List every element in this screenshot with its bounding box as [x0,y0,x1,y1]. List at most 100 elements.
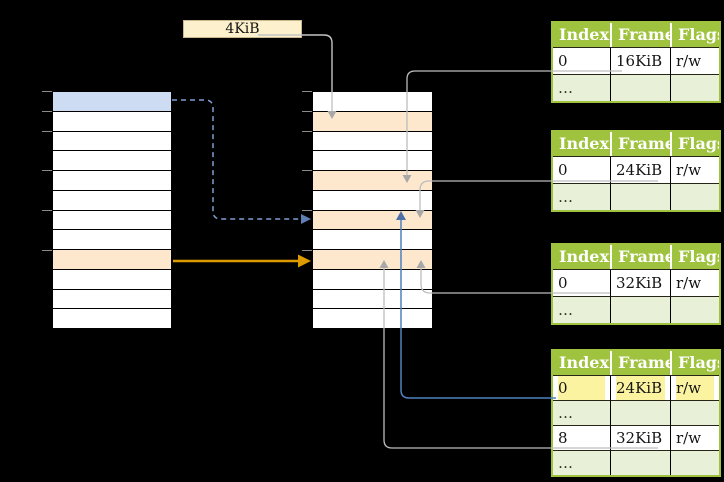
frame-table-16kib: IndexFrameFlags016KiBr/w… [551,21,721,103]
frame-table-cell: r/w [670,47,719,74]
page-table-row [313,131,432,152]
highlighted-value: 0 [558,376,605,400]
frame-table-bottom: IndexFrameFlags024KiBr/w…832KiBr/w… [551,349,721,477]
header-cell: Flags [670,245,719,269]
page-table-row [313,210,432,231]
frame-table-cell [670,400,719,425]
header-cell: Index [553,132,610,156]
frame-table-cell [670,450,719,475]
frame-table-cell [610,74,670,101]
frame-table-cell: 32KiB [610,425,670,450]
frame-table-cell: … [553,183,610,210]
frame-table-cell: … [553,296,610,323]
frame-table-row: … [553,400,719,425]
page-table-row [313,309,432,328]
highlighted-value: 24KiB [616,376,665,400]
frame-table-cell: r/w [670,156,719,183]
frame-table-cell [670,183,719,210]
frame-table-row: … [553,450,719,475]
row-boundary-tick [302,91,312,92]
row-boundary-tick [42,111,52,112]
arrow-left-row9-to-row9-orange [173,254,311,268]
frame-table-cell: 32KiB [610,269,670,296]
page-table-row [53,111,171,132]
page-table-row [313,250,432,270]
frame-table-cell: 0 [553,269,610,296]
frame-table-32kib: IndexFrameFlags032KiBr/w… [551,243,721,325]
row-boundary-tick [42,170,52,171]
frame-table-cell [610,450,670,475]
frame-table-cell: 0 [553,375,610,400]
row-boundary-tick [302,111,312,112]
frame-table-row: … [553,183,719,210]
frame-table-cell: 24KiB [610,156,670,183]
frame-table-row: 0 24KiB r/w [553,375,719,400]
page-table-row [53,250,171,270]
page-table-row [313,269,432,290]
page-table-row [53,269,171,290]
header-cell: Frame [610,245,670,269]
row-boundary-tick [302,250,312,251]
page-table-row [53,131,171,152]
row-boundary-tick [42,91,52,92]
frame-table-cell: 0 [553,156,610,183]
header-cell: Flags [670,351,719,375]
frame-table-cell [610,183,670,210]
frame-table-cell [610,296,670,323]
page-table-row [53,309,171,328]
frame-table-cell: … [553,400,610,425]
page-table-row [53,171,171,191]
frame-table-cell: r/w [670,425,719,450]
header-cell: Frame [610,351,670,375]
page-table-row [53,210,171,231]
page-table-row [53,230,171,250]
row-boundary-tick [302,131,312,132]
highlighted-value: r/w [676,376,714,400]
header-cell: Index [553,351,610,375]
frame-table-cell [670,74,719,101]
page-table-row [313,289,432,310]
header-cell: Flags [670,23,719,47]
frame-table-cell: 16KiB [610,47,670,74]
level2-page-table [52,91,172,329]
page-table-row [53,190,171,211]
page-table-row [313,151,432,171]
frame-table-row: … [553,74,719,101]
frame-table-cell [610,400,670,425]
page-table-row [53,92,171,112]
header-cell: Frame [610,132,670,156]
row-boundary-tick [302,210,312,211]
header-cell: Flags [670,132,719,156]
frame-table-24kib: IndexFrameFlags024KiBr/w… [551,130,721,212]
frame-table-cell: r/w [670,269,719,296]
page-table-row [313,171,432,191]
page-table-row [313,92,432,112]
frame-table-cell: 24KiB [610,375,670,400]
header-cell: Index [553,23,610,47]
row-boundary-tick [42,250,52,251]
frame-table-cell: … [553,450,610,475]
row-boundary-tick [42,210,52,211]
frame-table-header: IndexFrameFlags [553,351,719,375]
frame-table-header: IndexFrameFlags [553,132,719,156]
page-table-row [53,289,171,310]
frame-table-cell: 0 [553,47,610,74]
header-cell: Index [553,245,610,269]
page-table-row [313,111,432,132]
frame-table-cell: r/w [670,375,719,400]
row-boundary-tick [42,131,52,132]
frame-table-cell [670,296,719,323]
level1-page-table [312,91,433,329]
page-size-label: 4KiB [183,20,302,38]
frame-table-header: IndexFrameFlags [553,245,719,269]
frame-table-header: IndexFrameFlags [553,23,719,47]
page-table-row [53,151,171,171]
frame-table-cell: … [553,74,610,101]
header-cell: Frame [610,23,670,47]
page-table-row [313,190,432,211]
frame-table-row: … [553,296,719,323]
page-table-row [313,230,432,250]
